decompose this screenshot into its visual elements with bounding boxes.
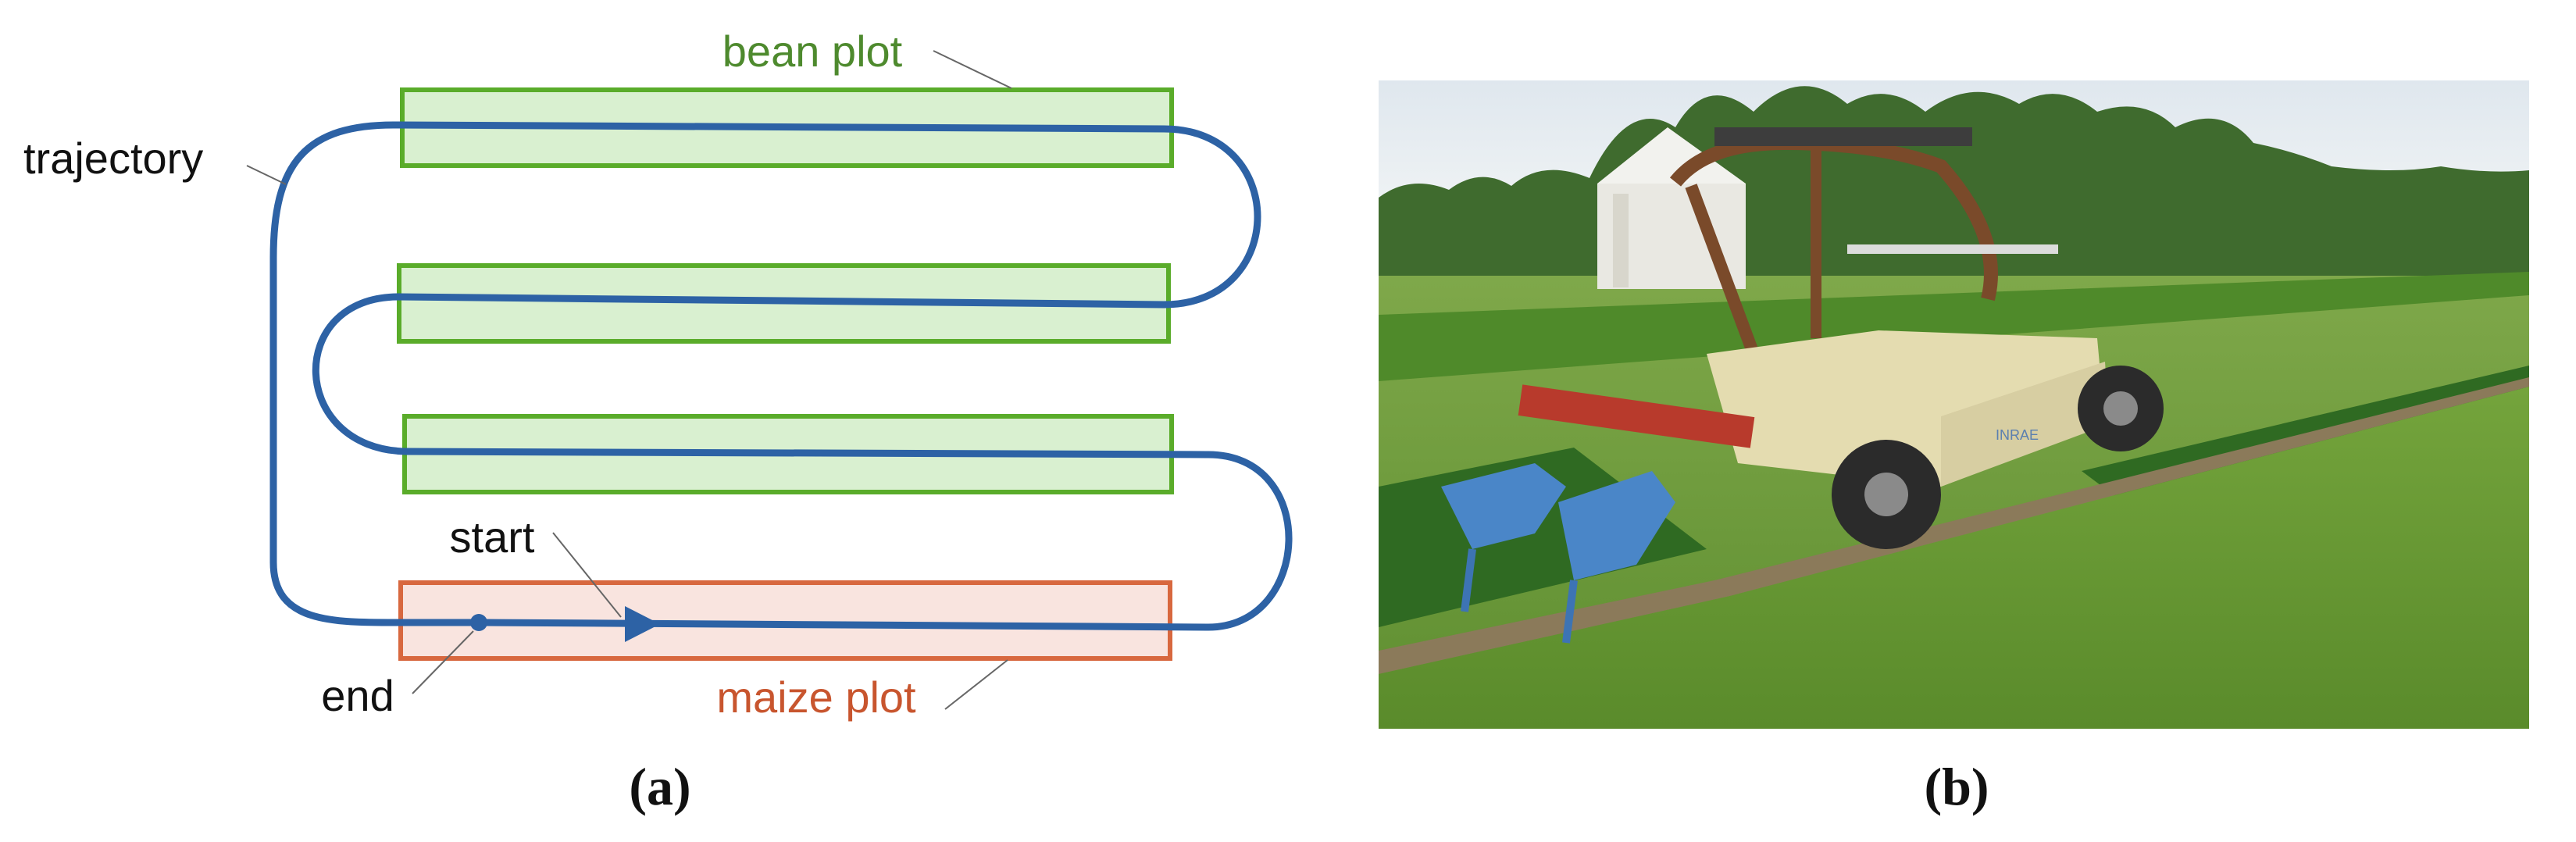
trajectory-label: trajectory: [23, 134, 203, 183]
panel-b-photo: INRAE (b): [1328, 0, 2576, 838]
start-label: start: [450, 512, 535, 562]
maize-row: [1379, 272, 2529, 381]
robot-sign-text: INRAE: [1996, 427, 2039, 443]
robot: INRAE: [1441, 127, 2164, 644]
front-grass: [1379, 387, 2529, 729]
bean-plot-leader: [933, 50, 1012, 89]
start-leader: [552, 532, 622, 618]
end-label: end: [321, 671, 394, 720]
bean-plot-label: bean plot: [722, 27, 903, 76]
robot-field-photo: INRAE (b): [1379, 80, 2529, 816]
trajectory-leader: [246, 165, 287, 185]
start-arrow-icon: [625, 606, 660, 642]
maize-plot-leader: [944, 659, 1008, 710]
trajectory-path: [269, 121, 1293, 631]
dirt-track: [1379, 377, 2529, 674]
end-leader: [412, 630, 474, 694]
caption-b: (b): [1924, 757, 1989, 816]
maize-plot-label: maize plot: [716, 673, 916, 722]
trajectory-diagram: bean plot trajectory start end maize plo…: [23, 27, 1293, 816]
panel-a-diagram: bean plot trajectory start end maize plo…: [23, 27, 1293, 816]
end-dot-icon: [470, 614, 487, 631]
caption-a: (a): [629, 757, 690, 816]
